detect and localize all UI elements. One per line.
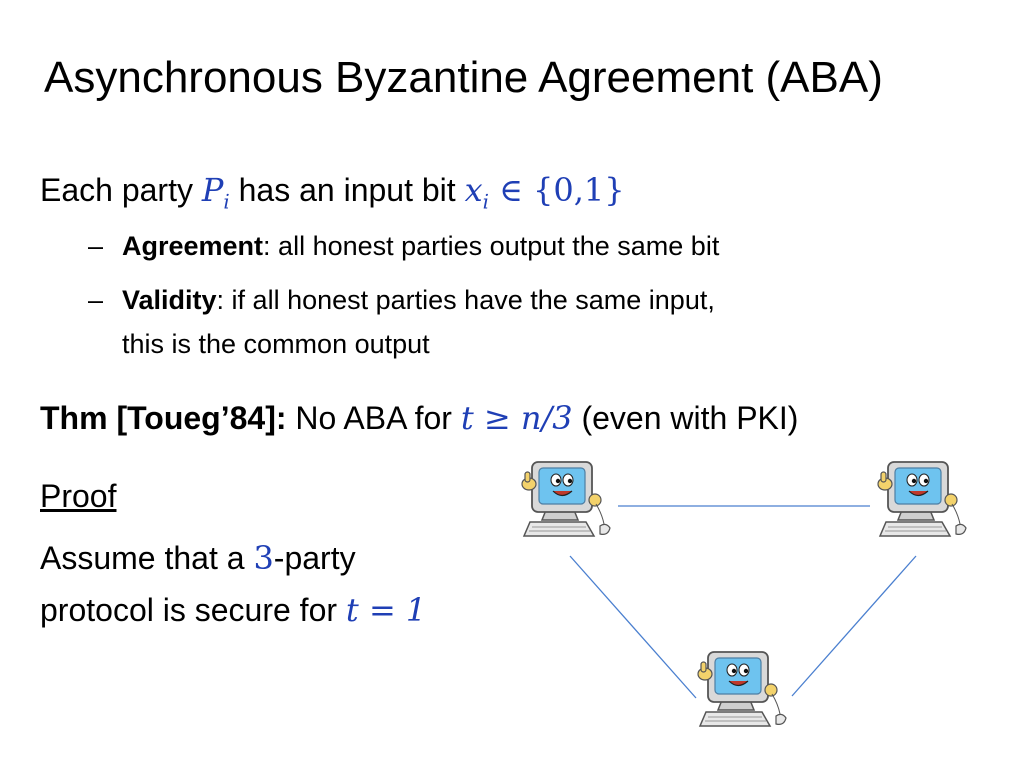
property-validity-continuation: this is the common output <box>122 329 430 359</box>
input-variable: xi ∈ {0,1} <box>464 171 625 214</box>
threshold-math: t = 1 <box>345 591 427 629</box>
proof-heading: Proof <box>40 478 117 514</box>
party-count: 3 <box>253 539 274 577</box>
property-agreement: –Agreement: all honest parties output th… <box>88 226 719 266</box>
connection-lines <box>569 505 917 699</box>
property-text: : all honest parties output the same bit <box>263 231 720 261</box>
computer-icon-right <box>877 461 967 537</box>
proof-line-1: Assume that a 3-party <box>40 539 356 577</box>
slide-title: Asynchronous Byzantine Agreement (ABA) <box>44 53 883 102</box>
three-party-diagram <box>521 461 967 727</box>
theorem-text-1: No ABA for <box>286 400 461 436</box>
theorem-text-2: (even with PKI) <box>572 400 799 436</box>
property-name: Validity <box>122 285 217 315</box>
edge-left-bottom <box>569 555 697 699</box>
theorem-line: Thm [Toueg’84]: No ABA for t ≥ n/3 (even… <box>40 396 798 440</box>
bullet-dash: – <box>88 231 104 261</box>
theorem-label: Thm [Toueg’84]: <box>40 400 287 436</box>
property-text: : if all honest parties have the same in… <box>216 285 715 315</box>
party-variable: Pi <box>201 171 230 214</box>
computer-icon-bottom <box>697 651 787 727</box>
theorem-math: t ≥ n/3 <box>460 399 573 437</box>
bullet-dash: – <box>88 285 104 315</box>
proof-line-2: protocol is secure for t = 1 <box>40 591 427 629</box>
intro-text-1: Each party <box>40 172 202 208</box>
intro-text-2: has an input bit <box>229 172 465 208</box>
intro-line: Each party Pi has an input bit xi ∈ {0,1… <box>40 168 625 224</box>
edge-right-bottom <box>791 555 917 697</box>
property-validity: –Validity: if all honest parties have th… <box>88 280 715 320</box>
property-name: Agreement <box>122 231 264 261</box>
computer-icon-left <box>521 461 611 537</box>
